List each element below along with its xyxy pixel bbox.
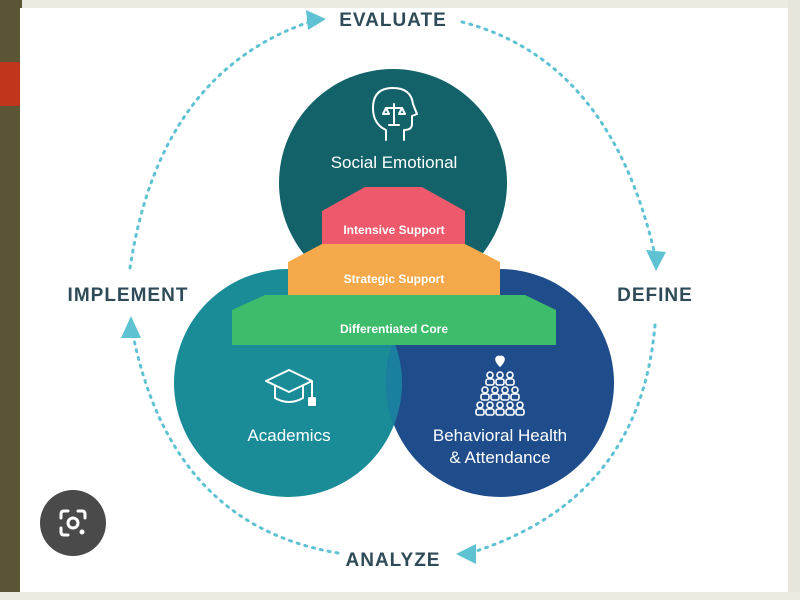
arrowhead-to-evaluate xyxy=(306,10,326,30)
social-emotional-label: Social Emotional xyxy=(331,153,458,172)
tier-intensive-support xyxy=(322,187,465,244)
label-define: DEFINE xyxy=(617,285,693,306)
arc-analyze-implement xyxy=(130,328,340,555)
label-evaluate: EVALUATE xyxy=(339,10,447,31)
bottom-border xyxy=(0,592,800,600)
cycle-arrowheads xyxy=(121,10,666,564)
tier-intensive-label: Intensive Support xyxy=(343,223,444,237)
head-scales-icon xyxy=(372,87,418,141)
label-implement: IMPLEMENT xyxy=(68,285,189,306)
top-border xyxy=(0,0,800,8)
label-analyze: ANALYZE xyxy=(346,550,441,571)
cycle-arcs xyxy=(128,18,657,555)
tier-strategic-support xyxy=(288,244,500,295)
arrowhead-to-implement xyxy=(121,316,141,338)
behavioral-label-line2: & Attendance xyxy=(449,448,550,467)
arc-implement-evaluate xyxy=(128,18,317,270)
tier-core-label: Differentiated Core xyxy=(340,322,448,336)
lens-search-icon xyxy=(59,509,87,537)
group-heart-icon xyxy=(475,355,525,416)
arrowhead-to-define xyxy=(646,250,666,271)
graduation-cap-icon xyxy=(265,369,316,406)
tier-differentiated-core xyxy=(232,295,556,345)
arc-evaluate-define xyxy=(460,20,657,257)
lens-search-button[interactable] xyxy=(40,490,106,556)
red-slide-tab xyxy=(0,62,22,106)
right-border xyxy=(788,0,800,600)
academics-label: Academics xyxy=(247,426,330,445)
arrowhead-to-analyze xyxy=(456,544,476,564)
behavioral-label-line1: Behavioral Health xyxy=(433,426,567,445)
tier-strategic-label: Strategic Support xyxy=(344,272,445,286)
left-border xyxy=(0,0,22,600)
